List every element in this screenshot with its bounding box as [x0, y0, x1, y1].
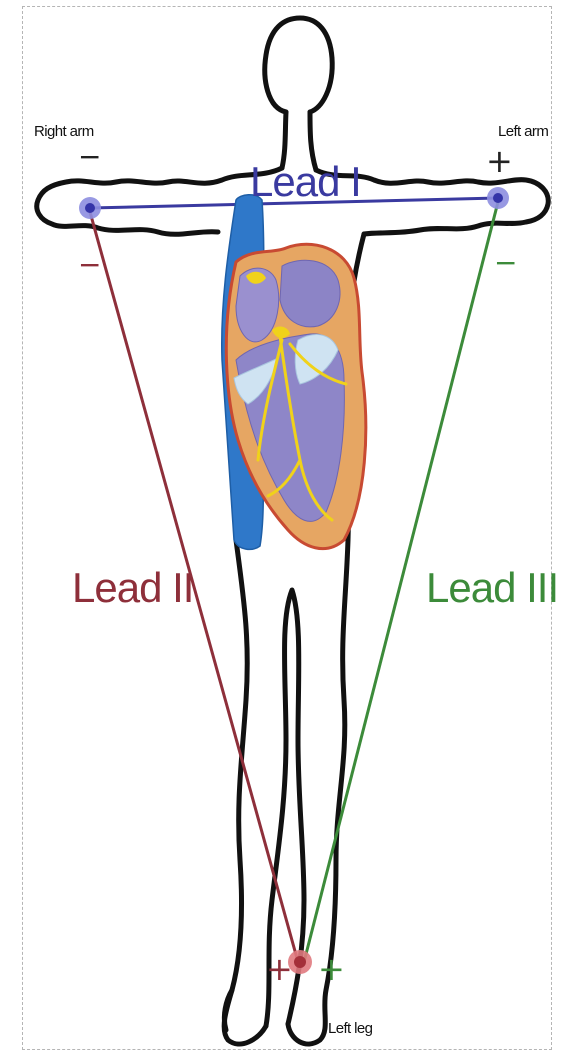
right-arm-label: Right arm: [34, 123, 94, 140]
left-arm-label: Left arm: [498, 123, 548, 140]
lead-3-label: Lead III: [426, 564, 558, 611]
left-leg-label: Left leg: [328, 1020, 373, 1037]
right-arm-lower-sign: −: [78, 248, 101, 281]
torso-left-outline: [224, 540, 266, 1044]
right-arm-electrode: [79, 197, 101, 219]
lead-1-label: Lead I: [250, 158, 361, 205]
lead-2-label: Lead II: [72, 564, 193, 611]
left-arm-lower-sign: −: [494, 246, 517, 279]
left-atrium: [280, 260, 340, 327]
left-arm-upper-sign: +: [486, 142, 513, 180]
heart-illustration: [222, 195, 366, 550]
left-arm-electrode: [487, 187, 509, 209]
head-outline: [265, 18, 332, 112]
right-arm-upper-sign: −: [78, 140, 101, 173]
leg-plus-lead-2: +: [266, 950, 293, 988]
leg-plus-lead-3: +: [318, 950, 345, 988]
